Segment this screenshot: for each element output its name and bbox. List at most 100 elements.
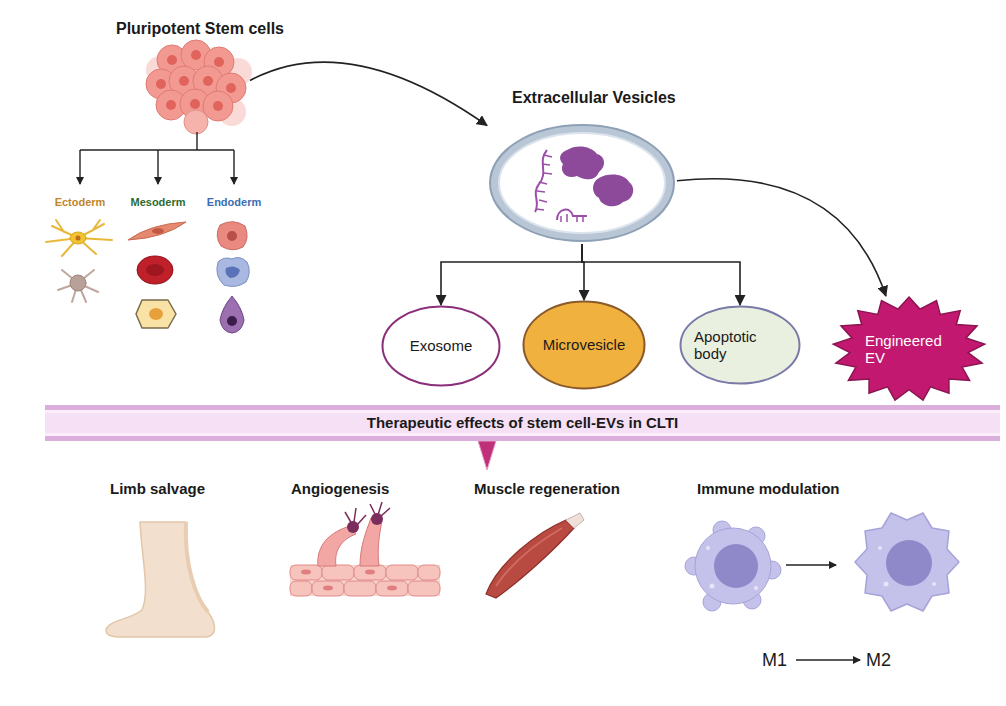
angiogenesis-art-part bbox=[323, 586, 333, 591]
hepatocyte-cell-part bbox=[227, 231, 237, 241]
node-label: Pluripotent Stem cells bbox=[116, 20, 284, 38]
hepatocyte-cell-part bbox=[217, 222, 247, 250]
flow-arrow bbox=[677, 179, 886, 296]
angiogenesis-art-part bbox=[376, 581, 408, 596]
transition-arrow bbox=[786, 565, 836, 566]
flow-arrow bbox=[250, 62, 487, 125]
angiogenesis-art-part bbox=[354, 565, 386, 580]
node-label: Therapeutic effects of stem cell-EVs in … bbox=[367, 414, 678, 431]
band-pointer bbox=[478, 441, 496, 470]
angiogenesis-art-part bbox=[301, 570, 311, 575]
exosome-ellipse: Exosome bbox=[381, 305, 501, 387]
node-label: Exosome bbox=[410, 337, 473, 354]
smooth-muscle-cell-part bbox=[152, 228, 164, 234]
angiogenesis-art-part bbox=[344, 581, 376, 596]
stem-cell-cluster-art-part bbox=[166, 100, 176, 110]
smooth-muscle-cell-part bbox=[128, 222, 186, 240]
angiogenesis-art-part bbox=[387, 586, 397, 591]
m1-macrophage-part bbox=[706, 546, 710, 550]
band-pointer-part bbox=[478, 441, 496, 470]
stem-cell-cluster-art-part bbox=[214, 57, 224, 67]
angiogenesis-art-part bbox=[365, 570, 375, 575]
muscle-art-part bbox=[496, 528, 562, 586]
angiogenesis-art-part bbox=[347, 521, 359, 533]
germ-layer-branches bbox=[80, 132, 234, 184]
engineered-ev-star: Engineered EV bbox=[832, 296, 986, 402]
node-label: Apoptotic body bbox=[694, 328, 772, 363]
vesicle-node-part bbox=[560, 147, 604, 180]
effect-label: Muscle regeneration bbox=[474, 480, 620, 497]
effects-band: Therapeutic effects of stem cell-EVs in … bbox=[45, 405, 1000, 441]
fat-cell-part bbox=[149, 308, 163, 320]
flow-arrow bbox=[582, 244, 740, 305]
stem-cell-cluster-art-part bbox=[184, 110, 208, 134]
m2-macrophage-part bbox=[855, 513, 959, 611]
flow-arrow bbox=[582, 244, 584, 300]
lower-limb-art-part bbox=[186, 522, 208, 612]
glial-cell-part bbox=[58, 270, 98, 302]
red-blood-cell-part bbox=[137, 256, 173, 284]
smooth-muscle-cell bbox=[128, 222, 186, 240]
m2-macrophage-part bbox=[932, 582, 936, 586]
phenotype-label: M2 bbox=[866, 650, 891, 671]
angiogenesis-art-part bbox=[290, 565, 322, 580]
lower-limb-art bbox=[106, 522, 215, 637]
neuron-cell bbox=[46, 220, 112, 256]
muscle-art bbox=[486, 513, 584, 598]
glial-cell-part bbox=[70, 275, 86, 291]
muscle-art-part bbox=[566, 513, 584, 528]
neuron-cell-part bbox=[76, 236, 81, 241]
secretory-cell-part bbox=[220, 296, 244, 333]
stem-cell-cluster-art-part bbox=[203, 76, 213, 86]
effect-label: Immune modulation bbox=[697, 480, 840, 497]
germ-layer-branches-part bbox=[196, 132, 197, 150]
engineered-ev-star-outline bbox=[832, 296, 986, 402]
stem-cell-cluster-art-part bbox=[179, 76, 189, 86]
stem-cell-node: Pluripotent Stem cells bbox=[150, 20, 250, 130]
stem-cell-cluster-art-part bbox=[190, 99, 200, 109]
germ-layer-label: Ectoderm bbox=[55, 196, 106, 208]
angiogenesis-art-part bbox=[290, 565, 440, 596]
transition-arrow-part bbox=[786, 564, 836, 566]
engineered-ev-star-part bbox=[833, 297, 984, 400]
m1-macrophage-part bbox=[754, 586, 758, 590]
m2-macrophage-part bbox=[878, 546, 882, 550]
angiogenesis-art-part bbox=[418, 565, 440, 580]
angiogenesis-art-part bbox=[312, 581, 344, 596]
stem-cell-cluster-art-part bbox=[213, 101, 223, 111]
microvesicle-ellipse-part bbox=[524, 302, 645, 389]
germ-layer-branches-part bbox=[157, 150, 158, 184]
m1-m2-arrow-part bbox=[796, 659, 860, 661]
vesicle-node-part bbox=[561, 214, 583, 222]
muscle-art-part bbox=[486, 520, 574, 598]
node-label: Extracellular Vesicles bbox=[512, 89, 676, 107]
secretory-cell-part bbox=[227, 316, 237, 326]
m2-macrophage bbox=[855, 513, 959, 611]
m1-macrophage-part bbox=[710, 584, 715, 589]
angiogenesis-art-part bbox=[322, 565, 354, 580]
hepatocyte-cell bbox=[217, 222, 247, 250]
neuron-cell-part bbox=[46, 220, 112, 256]
germ-layer-branches-part bbox=[79, 150, 80, 184]
germ-layer-label: Endoderm bbox=[207, 196, 261, 208]
m1-macrophage-part bbox=[714, 544, 758, 588]
effect-label: Angiogenesis bbox=[291, 480, 389, 497]
neuron-cell-part bbox=[70, 232, 86, 244]
germ-layer-branches-part bbox=[80, 149, 234, 150]
angiogenesis-art-part bbox=[290, 581, 312, 596]
germ-layer-label: Mesoderm bbox=[130, 196, 185, 208]
microvesicle-ellipse: Microvesicle bbox=[522, 300, 646, 390]
epithelial-cell-part bbox=[217, 258, 249, 287]
angiogenesis-art-part bbox=[386, 565, 418, 580]
stem-cell-cluster-art-part bbox=[191, 50, 201, 60]
apoptotic-body-ellipse-part bbox=[681, 307, 800, 384]
fat-cell bbox=[136, 300, 176, 328]
node-label: Engineered EV bbox=[865, 332, 953, 367]
epithelial-cell bbox=[217, 258, 249, 287]
stem-cell-cluster-art-part bbox=[226, 83, 236, 93]
m1-macrophage-part bbox=[695, 528, 771, 604]
exosome-ellipse-part bbox=[383, 307, 500, 386]
germ-layer-branches-part bbox=[233, 150, 234, 184]
lower-limb-art-part bbox=[106, 522, 215, 637]
